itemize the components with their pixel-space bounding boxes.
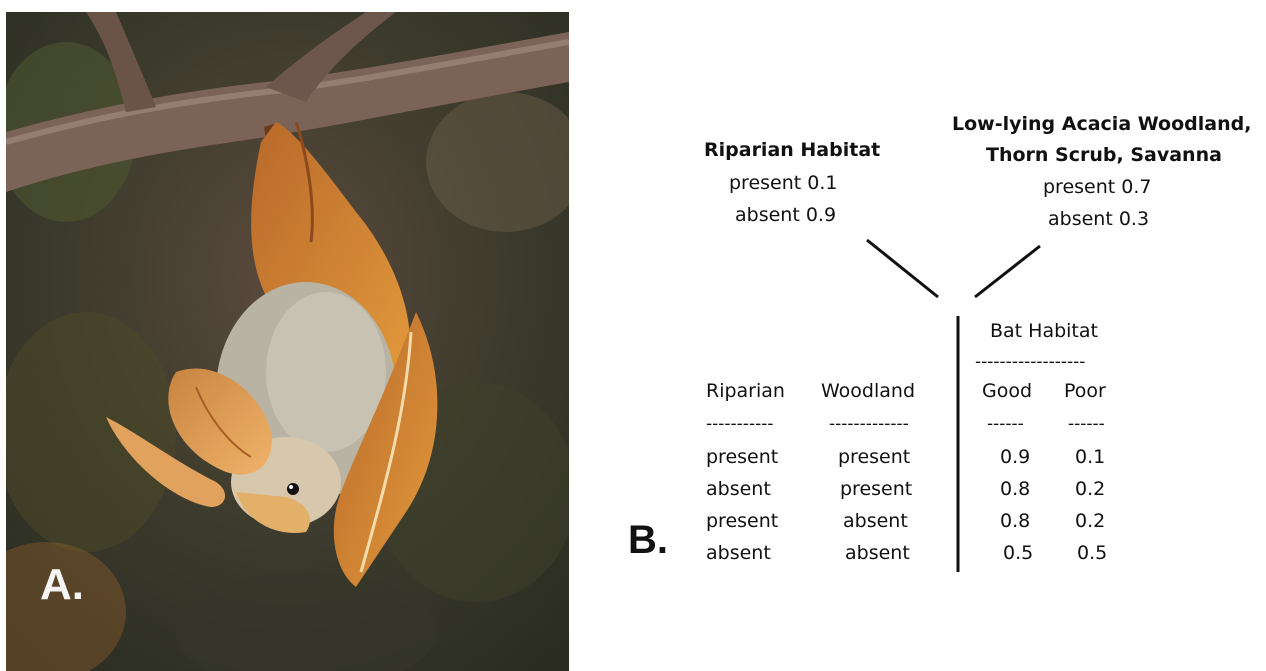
cpt-rule-riparian: ----------- — [706, 414, 773, 434]
riparian-node-title: Riparian Habitat — [704, 139, 880, 161]
cpt-col-woodland: Woodland — [821, 380, 915, 402]
cpt-group-header: Bat Habitat — [990, 320, 1098, 342]
cpt-cell-poor: 0.5 — [1077, 542, 1107, 564]
cpt-rule-good: ------ — [987, 414, 1024, 434]
cpt-group-rule: ------------------ — [975, 352, 1085, 372]
cpt-cell-woodland: present — [838, 446, 910, 468]
cpt-cell-riparian: absent — [706, 542, 771, 564]
cpt-col-good: Good — [982, 380, 1032, 402]
cpt-col-riparian: Riparian — [706, 380, 785, 402]
cpt-cell-good: 0.9 — [1000, 446, 1030, 468]
riparian-absent-prob: absent 0.9 — [735, 204, 836, 226]
woodland-node-title-line1: Low-lying Acacia Woodland, — [952, 113, 1251, 135]
cpt-cell-woodland: absent — [845, 542, 910, 564]
edge-woodland — [975, 246, 1040, 297]
woodland-present-prob: present 0.7 — [1043, 176, 1151, 198]
cpt-col-poor: Poor — [1064, 380, 1106, 402]
cpt-cell-good: 0.8 — [1000, 510, 1030, 532]
cpt-cell-riparian: present — [706, 446, 778, 468]
woodland-node-title-line2: Thorn Scrub, Savanna — [986, 144, 1222, 166]
cpt-cell-riparian: present — [706, 510, 778, 532]
edge-riparian — [867, 240, 938, 297]
cpt-cell-poor: 0.2 — [1075, 478, 1105, 500]
cpt-rule-poor: ------ — [1068, 414, 1105, 434]
cpt-cell-woodland: present — [840, 478, 912, 500]
cpt-cell-poor: 0.2 — [1075, 510, 1105, 532]
cpt-cell-woodland: absent — [843, 510, 908, 532]
cpt-cell-good: 0.5 — [1003, 542, 1033, 564]
riparian-present-prob: present 0.1 — [729, 172, 837, 194]
cpt-cell-good: 0.8 — [1000, 478, 1030, 500]
cpt-cell-riparian: absent — [706, 478, 771, 500]
woodland-absent-prob: absent 0.3 — [1048, 208, 1149, 230]
cpt-rule-woodland: ------------- — [829, 414, 909, 434]
cpt-cell-poor: 0.1 — [1075, 446, 1105, 468]
